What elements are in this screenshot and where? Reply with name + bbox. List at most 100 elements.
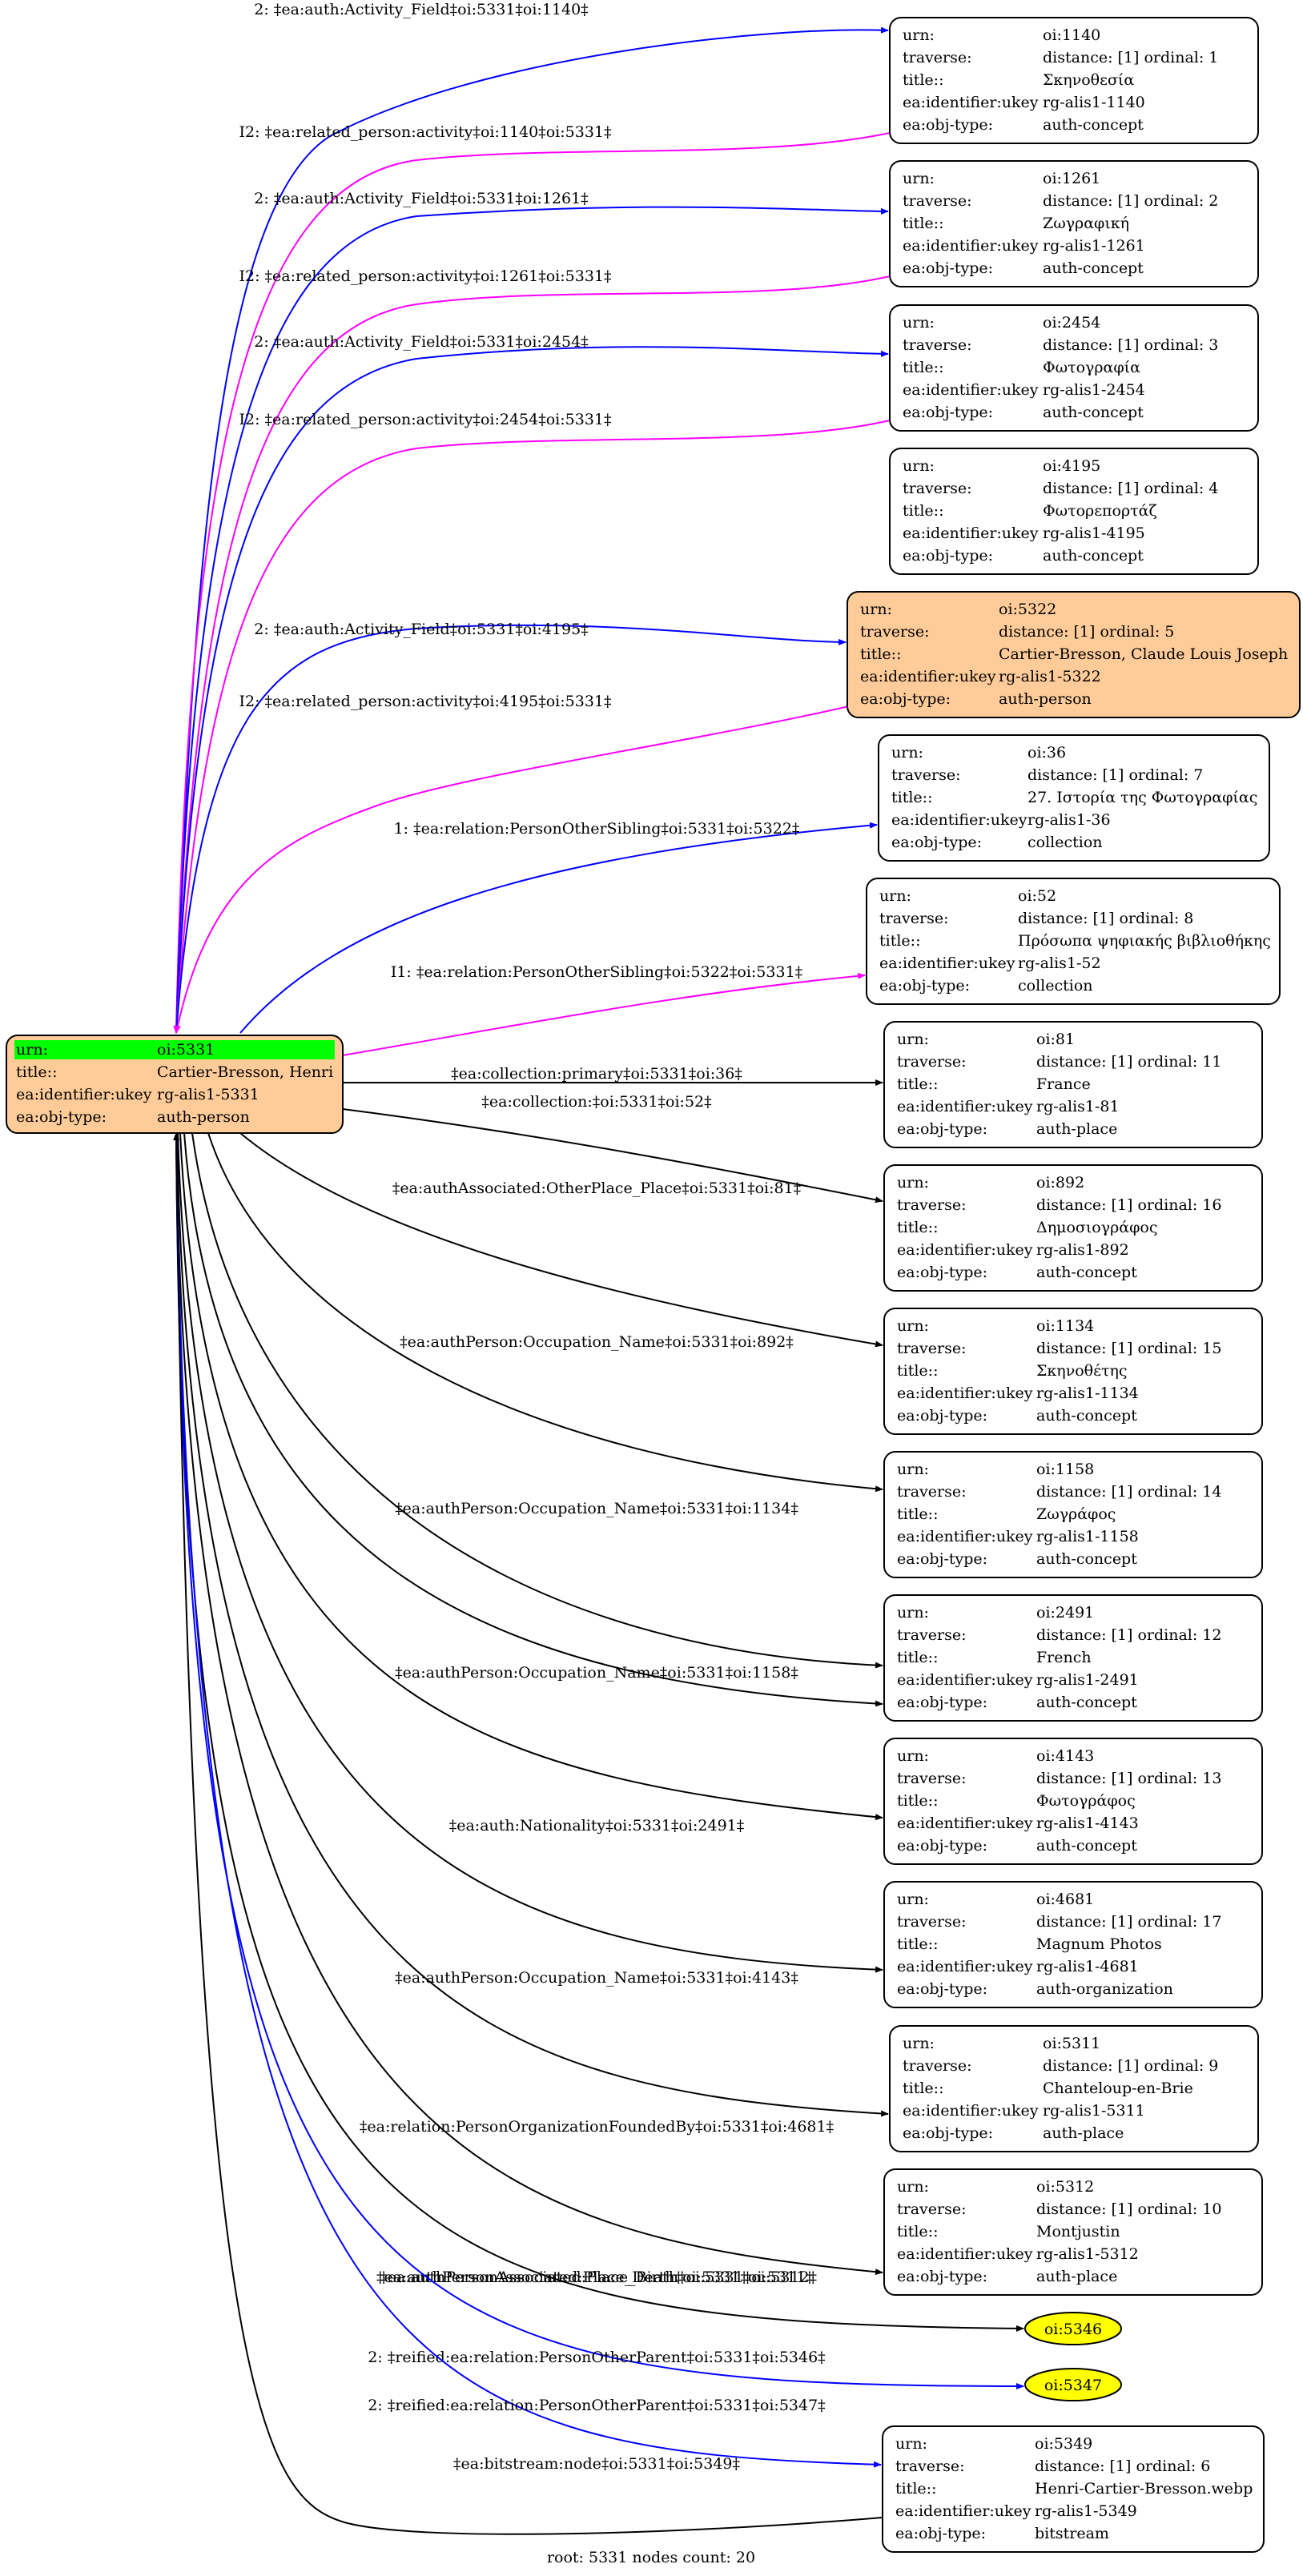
root-urn-highlight (14, 1040, 335, 1059)
node-field-key: title:: (903, 71, 943, 89)
root-field-value: auth-person (157, 1108, 250, 1126)
node-field-key: urn: (897, 1604, 929, 1622)
node-field-value: distance: [1] ordinal: 7 (1028, 766, 1203, 784)
node-field-value: auth-place (1043, 2124, 1124, 2142)
node-field-key: urn: (903, 2035, 935, 2052)
node-field-key: title:: (897, 1219, 938, 1236)
node-field-value: auth-concept (1043, 404, 1144, 421)
node-field-value: oi:81 (1036, 1031, 1075, 1048)
ellipse-node-oi-5346[interactable]: oi:5346 (1024, 2312, 1122, 2345)
node-field-key: ea:identifier:ukey (903, 381, 1039, 399)
node-field-key: traverse: (897, 1913, 967, 1931)
edge-line (342, 972, 866, 1056)
node-field-key: traverse: (897, 2200, 967, 2218)
edge-label: I2: ‡ea:related_person:activity‡oi:1140‡… (239, 123, 612, 141)
node-field-key: urn: (903, 457, 935, 475)
edge-label: 2: ‡reified:ea:relation:PersonOtherParen… (368, 2349, 825, 2366)
edge-label: ‡ea:bitstream:node‡oi:5331‡oi:5349‡ (453, 2455, 740, 2473)
node-field-key: traverse: (903, 480, 972, 497)
ellipse-node-label: oi:5347 (1044, 2377, 1102, 2394)
node-field-value: Magnum Photos (1036, 1935, 1162, 1953)
node-field-value: rg-alis1-5322 (999, 668, 1101, 685)
node-field-value: Φωτορεπορτάζ (1043, 502, 1157, 520)
node-field-key: title:: (897, 1362, 938, 1380)
node-field-key: urn: (903, 170, 935, 187)
node-field-value: 27. Ιστορία της Φωτογραφίας (1028, 789, 1257, 806)
node-field-key: ea:identifier:ukey (897, 1384, 1033, 1402)
edge-line (175, 26, 889, 1034)
node-field-key: urn: (860, 601, 892, 618)
node-field-key: title:: (903, 359, 943, 376)
node-field-value: distance: [1] ordinal: 12 (1036, 1626, 1222, 1644)
node-field-value: oi:892 (1036, 1174, 1084, 1192)
node-field-value: rg-alis1-1261 (1043, 237, 1145, 255)
root-field-key: ea:identifier:ukey (16, 1086, 152, 1103)
node-field-value: auth-concept (1036, 1550, 1137, 1568)
edge-label: I2: ‡ea:related_person:activity‡oi:4195‡… (239, 693, 612, 710)
node-field-key: ea:identifier:ukey (897, 1528, 1033, 1545)
node-field-key: title:: (903, 2080, 943, 2097)
node-field-value: distance: [1] ordinal: 2 (1043, 192, 1218, 210)
node-field-key: traverse: (897, 1626, 967, 1644)
node-field-key: traverse: (897, 1196, 967, 1214)
node-field-value: oi:2454 (1043, 314, 1100, 332)
node-field-value: auth-place (1036, 2268, 1117, 2285)
node-field-value: rg-alis1-4143 (1036, 1814, 1139, 1832)
node-field-key: ea:obj-type: (895, 2525, 986, 2542)
node-field-key: ea:obj-type: (897, 2268, 987, 2285)
node-field-value: oi:5312 (1036, 2178, 1094, 2196)
node-field-key: ea:obj-type: (879, 977, 970, 995)
node-field-value: auth-concept (1043, 547, 1144, 565)
ellipse-node-shape (1024, 2312, 1122, 2345)
edge-label: I2: ‡ea:related_person:activity‡oi:2454‡… (239, 411, 612, 428)
node-field-key: ea:obj-type: (897, 1694, 987, 1711)
ellipse-node-label: oi:5346 (1044, 2321, 1102, 2338)
node-field-key: title:: (903, 215, 943, 232)
node-box (889, 448, 1259, 575)
ellipse-node-oi-5347[interactable]: oi:5347 (1024, 2368, 1122, 2401)
node-field-key: ea:identifier:ukey (897, 1098, 1033, 1115)
node-box (883, 1164, 1263, 1292)
node-field-value: Henri-Cartier-Bresson.webp (1035, 2480, 1253, 2498)
node-field-value: oi:5322 (999, 601, 1056, 618)
node-field-value: Ζωγραφική (1043, 215, 1129, 232)
node-field-value: auth-concept (1036, 1264, 1137, 1281)
node-field-key: urn: (897, 1317, 929, 1335)
node-field-value: oi:4195 (1043, 457, 1100, 475)
node-field-value: rg-alis1-5311 (1043, 2102, 1145, 2120)
node-box (883, 1594, 1263, 1722)
node-field-value: Cartier-Bresson, Claude Louis Joseph (999, 645, 1288, 663)
node-field-value: distance: [1] ordinal: 11 (1036, 1053, 1222, 1071)
node-field-value: rg-alis1-52 (1018, 954, 1101, 972)
root-field-value: oi:5331 (157, 1041, 215, 1059)
node-field-key: title:: (891, 789, 932, 806)
node-field-key: traverse: (897, 1340, 967, 1357)
node-field-value: Φωτογραφία (1043, 359, 1140, 376)
node-field-key: title:: (860, 645, 901, 663)
node-field-value: oi:4143 (1036, 1747, 1094, 1765)
node-field-key: urn: (897, 1891, 929, 1908)
edge-line (174, 705, 850, 1034)
edge-label: ‡ea:collection:‡oi:5331‡oi:52‡ (481, 1093, 711, 1111)
node-field-key: ea:obj-type: (897, 1837, 987, 1855)
edge-label: ‡ea:authPersonAssociated:Place_Birth‡oi:… (380, 2269, 813, 2286)
